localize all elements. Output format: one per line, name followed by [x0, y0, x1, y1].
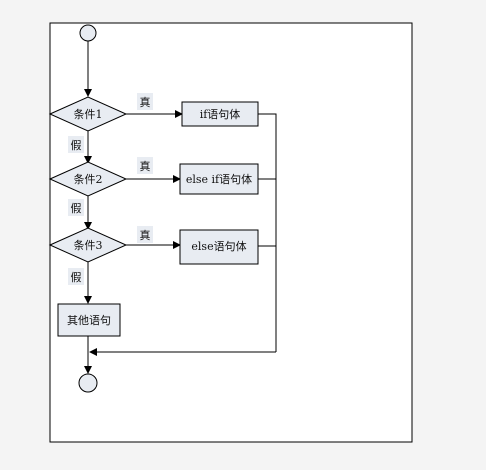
- process-if-body-label: if语句体: [200, 107, 241, 121]
- edge-label-true3: 真: [140, 228, 151, 242]
- decision-cond1: [48, 96, 128, 132]
- edge-label-bg-false1: [68, 136, 84, 153]
- edge-label-bg-true2: [137, 157, 153, 174]
- edge-label-bg-true1: [137, 93, 153, 110]
- end-node: [78, 373, 98, 393]
- edge-label-false2: 假: [71, 201, 82, 215]
- process-elseif-body-label: else if语句体: [186, 172, 252, 186]
- edge-label-false1: 假: [71, 138, 82, 152]
- process-else-body: [179, 229, 259, 265]
- decision-cond2-label: 条件2: [74, 172, 103, 186]
- edge-label-bg-false3: [68, 268, 84, 285]
- decision-cond2: [48, 161, 128, 197]
- edge-label-false3: 假: [71, 270, 82, 284]
- edge-label-true1: 真: [140, 95, 151, 109]
- decision-cond1-label: 条件1: [74, 107, 103, 121]
- decision-cond3: [48, 227, 128, 263]
- process-if-body: [181, 101, 259, 127]
- process-other-label: 其他语句: [67, 314, 111, 327]
- start-node: [79, 24, 97, 42]
- decision-cond3-label: 条件3: [74, 238, 103, 252]
- process-elseif-body: [179, 163, 259, 195]
- edge-label-bg-false2: [68, 199, 84, 216]
- edge-label-true2: 真: [140, 159, 151, 173]
- edge-if-body-merge: [258, 113, 277, 352]
- process-other: [57, 303, 121, 337]
- edge-label-bg-true3: [137, 226, 153, 243]
- process-else-body-label: else语句体: [191, 239, 246, 253]
